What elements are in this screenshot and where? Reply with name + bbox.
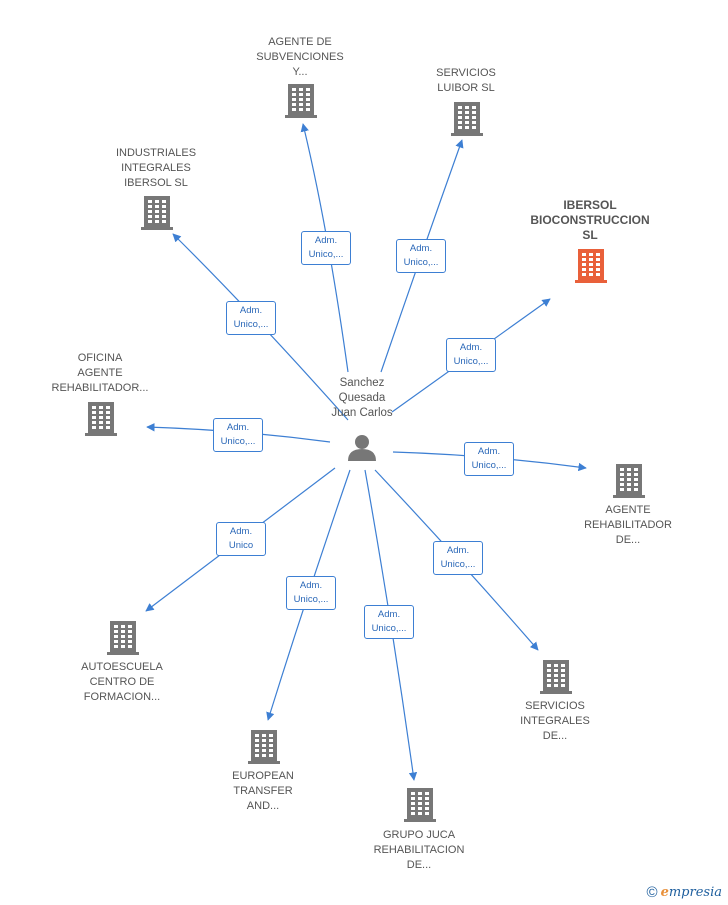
edge-role-badge[interactable]: Adm. Unico,...	[446, 338, 496, 372]
building-icon[interactable]	[107, 621, 139, 655]
edge-role-badge[interactable]: Adm. Unico,...	[226, 301, 276, 335]
node-label-autoescuela[interactable]: AUTOESCUELA CENTRO DE FORMACION...	[81, 661, 163, 703]
node-label-agente-subvenciones[interactable]: AGENTE DE SUBVENCIONES Y...	[256, 36, 344, 78]
building-icon[interactable]	[85, 402, 117, 436]
node-label-agente-rehabilitador[interactable]: AGENTE REHABILITADOR DE...	[584, 504, 672, 546]
brand-name: mpresia	[668, 885, 722, 900]
node-label-european-transfer[interactable]: EUROPEAN TRANSFER AND...	[232, 770, 294, 812]
empresia-watermark[interactable]: ©empresia	[647, 884, 722, 901]
edge-role-badge[interactable]: Adm. Unico,...	[464, 442, 514, 476]
edge-role-badge[interactable]: Adm. Unico,...	[213, 418, 263, 452]
building-icon[interactable]	[575, 249, 607, 283]
node-label-oficina-agente[interactable]: OFICINA AGENTE REHABILITADOR...	[51, 352, 149, 394]
node-label-ibersol-bioconstruccion[interactable]: IBERSOL BIOCONSTRUCCION SL	[530, 198, 650, 242]
node-label-servicios-luibor[interactable]: SERVICIOS LUIBOR SL	[436, 67, 496, 94]
edge-role-badge[interactable]: Adm. Unico,...	[301, 231, 351, 265]
building-icon[interactable]	[451, 102, 483, 136]
edge-role-badge[interactable]: Adm. Unico,...	[396, 239, 446, 273]
brand-initial: e	[660, 885, 669, 900]
building-icon[interactable]	[613, 464, 645, 498]
node-label-industriales-integrales[interactable]: INDUSTRIALES INTEGRALES IBERSOL SL	[115, 147, 197, 189]
copyright-icon: ©	[646, 884, 658, 901]
building-icon[interactable]	[404, 788, 436, 822]
edge-role-badge[interactable]: Adm. Unico,...	[433, 541, 483, 575]
edge-role-badge[interactable]: Adm. Unico,...	[286, 576, 336, 610]
building-icon[interactable]	[141, 196, 173, 230]
node-label-grupo-juca[interactable]: GRUPO JUCA REHABILITACION DE...	[373, 829, 465, 871]
building-icon[interactable]	[248, 730, 280, 764]
center-person-label[interactable]: Sanchez Quesada Juan Carlos	[331, 377, 393, 419]
edge-role-badge[interactable]: Adm. Unico,...	[364, 605, 414, 639]
node-label-servicios-integrales[interactable]: SERVICIOS INTEGRALES DE...	[520, 700, 590, 742]
edge-role-badge[interactable]: Adm. Unico	[216, 522, 266, 556]
building-icon[interactable]	[540, 660, 572, 694]
building-icon[interactable]	[285, 84, 317, 118]
person-icon[interactable]	[348, 435, 376, 461]
